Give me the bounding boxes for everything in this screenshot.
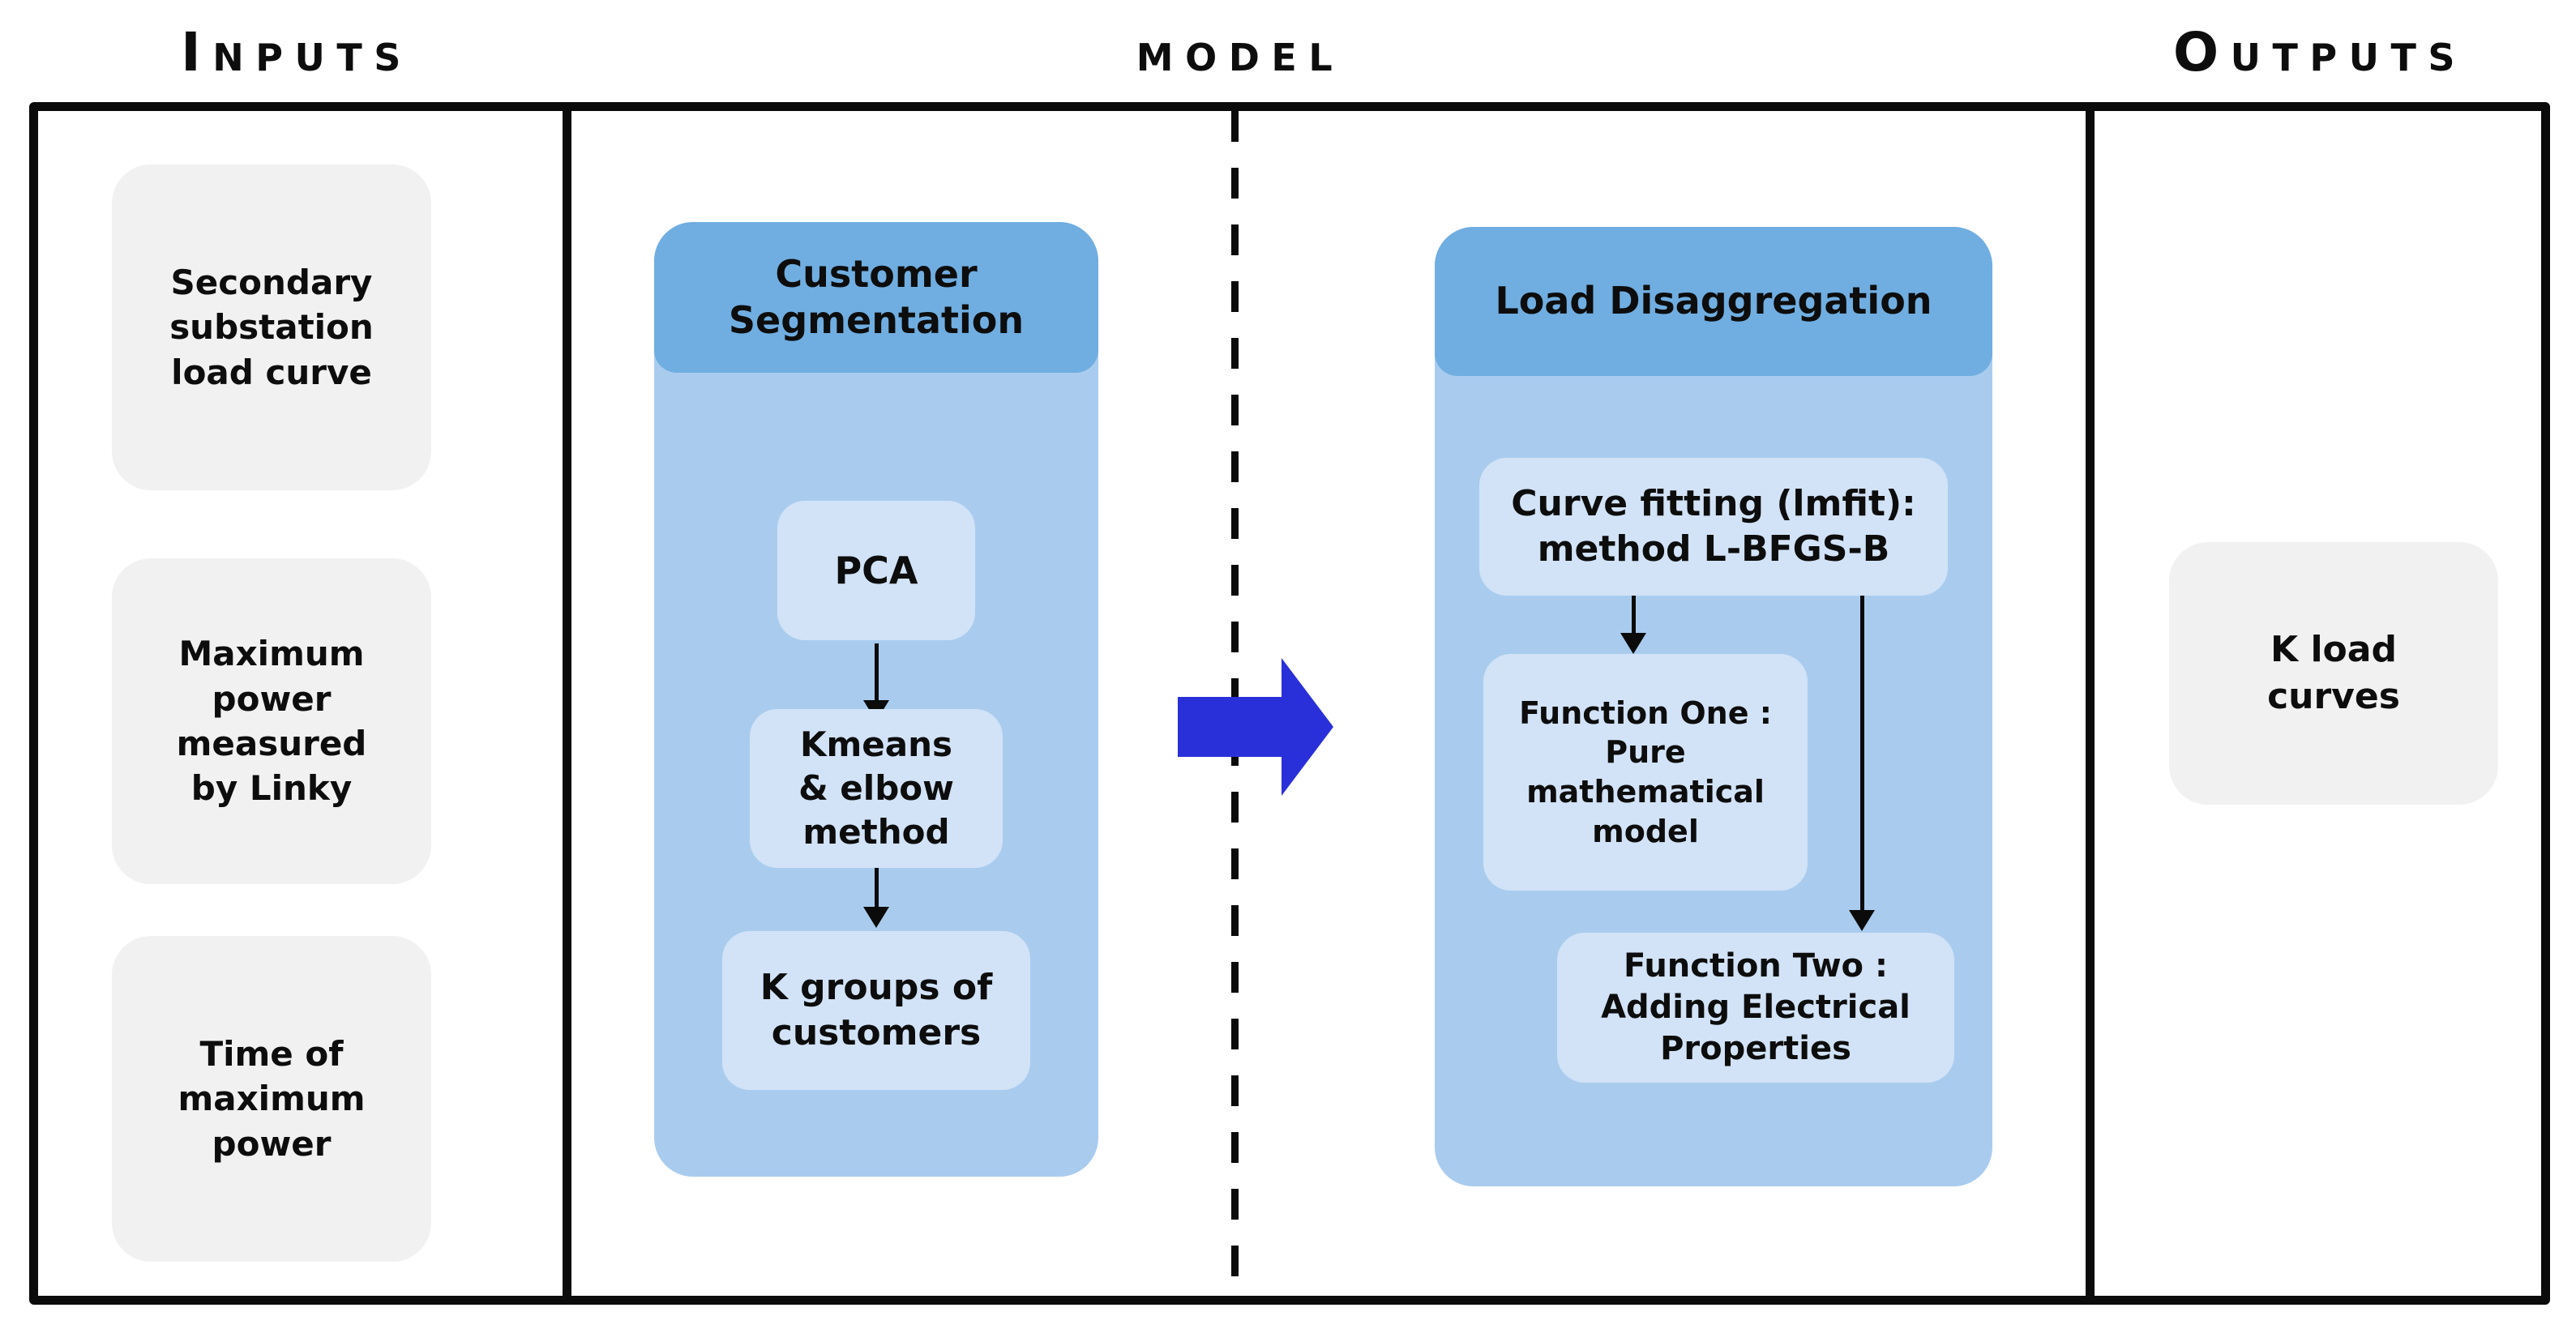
k-groups-box: K groups of customers bbox=[722, 931, 1030, 1090]
section-title-model: model bbox=[1136, 20, 1345, 83]
customer-segmentation-panel: Customer Segmentation PCA Kmeans & elbow… bbox=[654, 222, 1098, 1177]
flow-arrow-icon bbox=[1178, 658, 1333, 796]
inputs-model-divider bbox=[563, 102, 571, 1305]
outer-frame bbox=[29, 102, 2550, 1305]
arrow-down-icon bbox=[1848, 596, 1876, 931]
pca-box: PCA bbox=[777, 501, 975, 640]
function-two-box: Function Two : Adding Electrical Propert… bbox=[1557, 933, 1954, 1083]
function-one-box: Function One : Pure mathematical model bbox=[1483, 654, 1808, 891]
output-box-k-load-curves: K load curves bbox=[2169, 542, 2498, 805]
input-box-substation-load-curve: Secondary substation load curve bbox=[112, 165, 431, 490]
section-title-inputs: Inputs bbox=[181, 20, 413, 83]
arrow-down-icon bbox=[1620, 596, 1647, 654]
customer-segmentation-header: Customer Segmentation bbox=[654, 222, 1098, 373]
section-title-outputs: Outputs bbox=[2172, 20, 2467, 83]
input-box-time-of-maximum-power: Time of maximum power bbox=[112, 936, 431, 1262]
load-disaggregation-panel: Load Disaggregation Curve fitting (lmfit… bbox=[1435, 227, 1992, 1186]
load-disaggregation-header: Load Disaggregation bbox=[1435, 227, 1992, 376]
curve-fitting-box: Curve fitting (lmfit): method L-BFGS-B bbox=[1479, 458, 1948, 596]
input-box-maximum-power: Maximum power measured by Linky bbox=[112, 558, 431, 884]
model-outputs-divider bbox=[2086, 102, 2095, 1305]
kmeans-elbow-box: Kmeans & elbow method bbox=[750, 709, 1003, 868]
arrow-down-icon bbox=[862, 868, 890, 928]
